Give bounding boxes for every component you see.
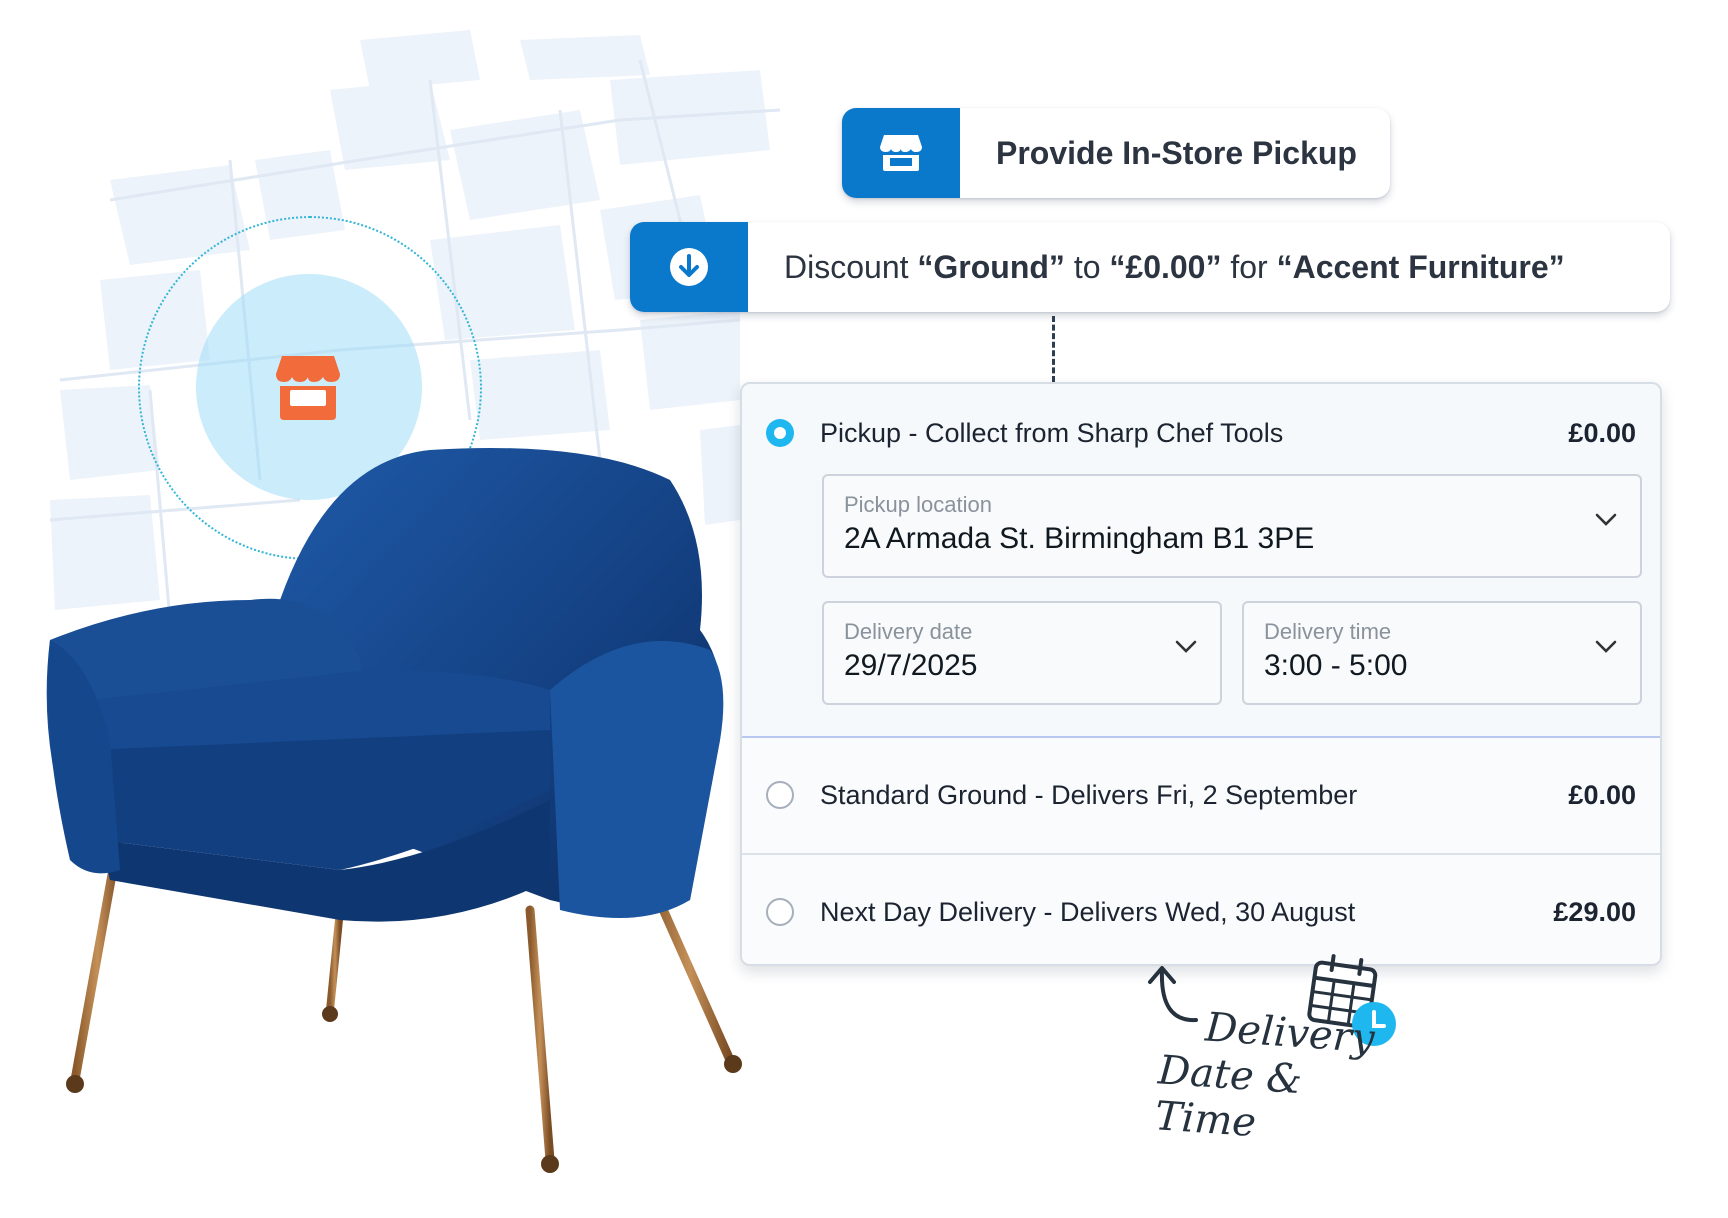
provide-in-store-pickup-pill[interactable]: Provide In-Store Pickup <box>842 108 1390 198</box>
pickup-option-price: £0.00 <box>1568 417 1636 448</box>
chevron-down-icon <box>1595 513 1617 526</box>
discount-ground-pill[interactable]: Discount “Ground” to “£0.00” for “Accent… <box>630 222 1670 312</box>
next-day-label: Next Day Delivery - Delivers Wed, 30 Aug… <box>820 896 1356 927</box>
storefront-icon <box>880 135 922 171</box>
discount-to: to <box>1073 248 1101 285</box>
delivery-date-select[interactable]: Delivery date 29/7/2025 <box>822 601 1222 705</box>
pickup-radio[interactable] <box>766 419 794 447</box>
discount-prefix: Discount <box>784 248 909 285</box>
curved-arrow-icon <box>1148 966 1198 1023</box>
delivery-date-label: Delivery date <box>844 619 973 644</box>
delivery-time-value: 3:00 - 5:00 <box>1264 649 1408 682</box>
pickup-option-label: Pickup - Collect from Sharp Chef Tools <box>820 417 1284 448</box>
armchair-image <box>46 448 742 1173</box>
discount-amount: “£0.00” <box>1109 248 1222 285</box>
pickup-location-value: 2A Armada St. Birmingham B1 3PE <box>844 522 1315 555</box>
dashed-connector <box>1052 316 1055 382</box>
pickup-location-select[interactable]: Pickup location 2A Armada St. Birmingham… <box>822 474 1642 578</box>
standard-ground-price: £0.00 <box>1568 779 1636 810</box>
discount-for: for <box>1230 248 1268 285</box>
delivery-date-value: 29/7/2025 <box>844 649 978 682</box>
discount-pill-text: Discount “Ground” to “£0.00” for “Accent… <box>748 222 1565 312</box>
next-day-radio[interactable] <box>766 898 794 926</box>
shipping-option-standard-ground[interactable]: Standard Ground - Delivers Fri, 2 Septem… <box>742 736 1660 853</box>
discount-method: “Ground” <box>917 248 1065 285</box>
pickup-location-label: Pickup location <box>844 492 992 517</box>
shipping-options-panel: Pickup - Collect from Sharp Chef Tools £… <box>740 382 1662 966</box>
delivery-time-label: Delivery time <box>1264 619 1392 644</box>
shipping-option-pickup[interactable]: Pickup - Collect from Sharp Chef Tools £… <box>742 384 1660 736</box>
next-day-price: £29.00 <box>1553 896 1636 927</box>
arrow-down-circle-icon <box>670 248 708 286</box>
delivery-time-select[interactable]: Delivery time 3:00 - 5:00 <box>1242 601 1642 705</box>
calendar-clock-icon <box>1307 954 1396 1046</box>
annotation-line2: Date & Time <box>1153 1047 1304 1147</box>
chevron-down-icon <box>1595 640 1617 653</box>
delivery-date-time-annotation: Delivery Date & Time <box>1153 1001 1412 1156</box>
standard-ground-radio[interactable] <box>766 781 794 809</box>
discount-pill-tab <box>630 222 748 312</box>
discount-product: “Accent Furniture” <box>1276 248 1565 285</box>
pickup-pill-tab <box>842 108 960 198</box>
standard-ground-label: Standard Ground - Delivers Fri, 2 Septem… <box>820 779 1358 810</box>
chevron-down-icon <box>1175 640 1197 653</box>
pickup-pill-label: Provide In-Store Pickup <box>996 134 1357 171</box>
storefront-icon <box>276 356 340 420</box>
shipping-option-next-day[interactable]: Next Day Delivery - Delivers Wed, 30 Aug… <box>742 853 1660 964</box>
